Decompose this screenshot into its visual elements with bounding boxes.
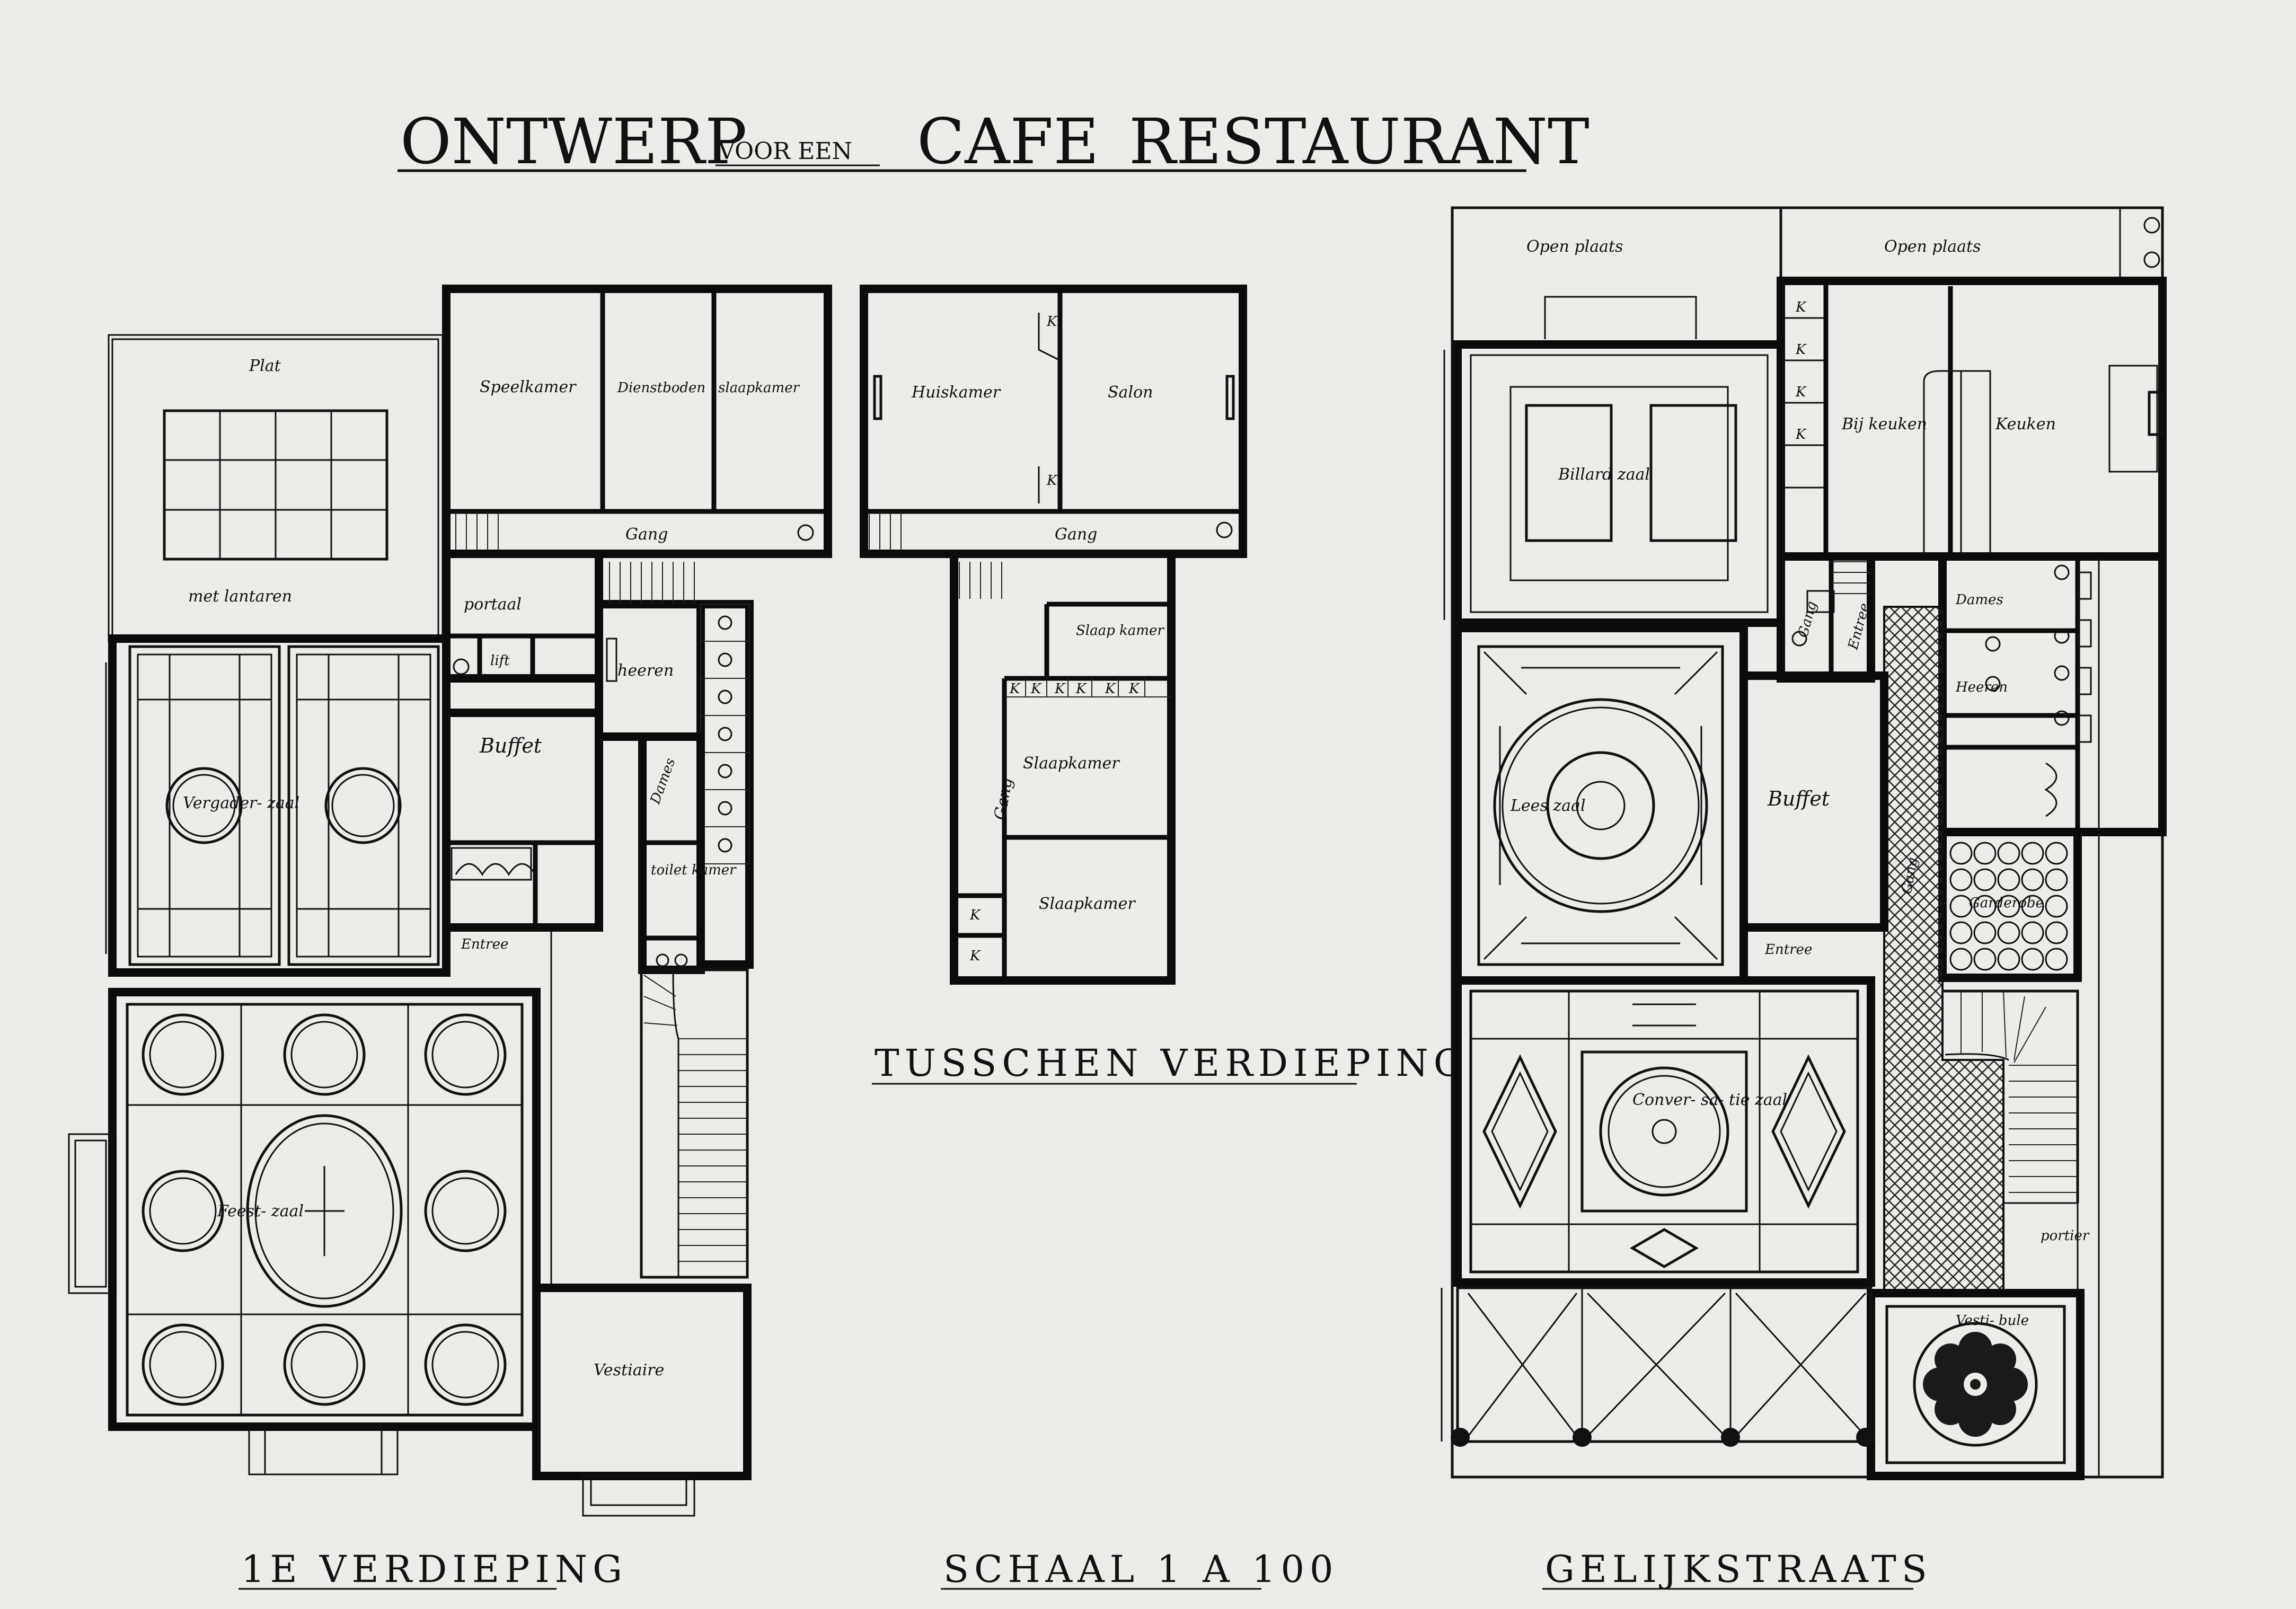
label-plat: Plat [249,357,281,375]
title-ontwerp: ONTWERP [400,105,747,178]
label-portaal: portaal [464,595,522,614]
label-dames: Dames [647,756,678,807]
vergader-zaal [108,634,451,977]
feest-zaal-medallions [142,1013,507,1406]
label-conversatie-zaal: Conver- sa- tie zaal [1632,1091,1787,1109]
caption-first-floor: 1E VERDIEPING [241,1548,628,1591]
garderobe-floor [1949,842,2068,971]
label-vestibule: Vesti- bule [1956,1313,2029,1329]
label-slaap-kamer-small: Slaap kamer [1076,623,1164,639]
plan-ground-floor: Open plaats Open plaats Billard zaal K K… [1441,206,2167,1480]
label-buffet: Buffet [479,734,542,757]
ground-stair [1942,989,2079,1203]
ground-wc-fixtures [1985,564,2092,817]
title-voor-een: VOOR EEN [718,138,852,165]
label-k-3: K [1009,681,1021,697]
label-heeren: heeren [617,661,674,680]
label-dienstboden: Dienstboden [617,380,705,396]
label-k-g3: K [1795,384,1807,400]
label-dames: Dames [1955,592,2003,608]
label-lift: lift [490,653,510,669]
label-open-plaats-1: Open plaats [1526,237,1623,256]
label-slaapkamer-1: Slaapkamer [1023,754,1120,773]
label-lees: Lees zaal [1510,797,1586,815]
label-k-7: K [1105,681,1116,697]
label-gang: Gang [625,525,668,544]
label-k-9: K [969,907,981,923]
label-entree: Entree [461,936,508,952]
label-k-1: K [1046,314,1058,330]
label-ground-entree: Entree [1764,942,1812,958]
label-bij-keuken: Bij keuken [1841,415,1927,434]
label-garderobe: Garderobe [1969,895,2044,911]
label-slaapkamer-2: Slaapkamer [1039,895,1136,913]
label-billard-zaal: Billard zaal [1558,465,1650,484]
label-gang-side: Gang [991,776,1016,821]
vestiaire [532,1284,752,1480]
conversatie-zaal [1453,976,1875,1287]
label-huiskamer: Huiskamer [911,383,1001,402]
label-k-g2: K [1795,342,1807,358]
front-terrace [1441,1286,1875,1447]
caption-mezzanine: TUSSCHEN VERDIEPING [875,1041,1469,1085]
caption-scale: SCHAAL 1 A 100 [943,1548,1339,1591]
label-k-4: K [1030,681,1042,697]
label-met-lantaren: met lantaren [188,587,292,606]
label-speelkamer: Speelkamer [480,378,577,396]
label-k-10: K [969,948,981,964]
vestibule-rosette [1923,1332,2028,1437]
caption-ground-floor: GELIJKSTRAATS [1545,1548,1932,1591]
label-vestiaire: Vestiaire [594,1361,664,1380]
label-k-2: K [1046,473,1058,489]
label-keuken: Keuken [1995,415,2056,434]
plan-mezzanine: Huiskamer Salon Gang K K K K K K K K Sla… [860,285,1247,985]
title-cafe: CAFE [917,105,1099,178]
label-gang-top: Gang [1055,525,1097,544]
label-k-g1: K [1795,299,1807,315]
roof-lantern [163,409,388,561]
label-open-plaats-2: Open plaats [1884,237,1981,256]
label-k-8: K [1128,681,1140,697]
title-restaurant: RESTAURANT [1129,105,1589,178]
label-feest-zaal: Feest- zaal [217,1202,304,1221]
label-salon: Salon [1108,383,1153,402]
label-portier: portier [2041,1228,2090,1244]
drawing-title: ONTWERP VOOR EEN CAFE RESTAURANT [398,105,1589,178]
label-k-5: K [1054,681,1066,697]
plan-first-floor: Plat met lantaren Speelkamer Dienstboden… [68,285,832,1517]
label-toilet-kamer: toilet kamer [651,862,737,878]
label-k-6: K [1075,681,1087,697]
label-k-g4: K [1795,427,1807,443]
label-vergader-zaal: Vergader- zaal [183,794,299,812]
label-slaapkamer: slaapkamer [718,380,800,396]
main-stair [640,968,749,1279]
wc-cubicles [700,604,750,864]
label-ground-buffet: Buffet [1767,787,1830,810]
